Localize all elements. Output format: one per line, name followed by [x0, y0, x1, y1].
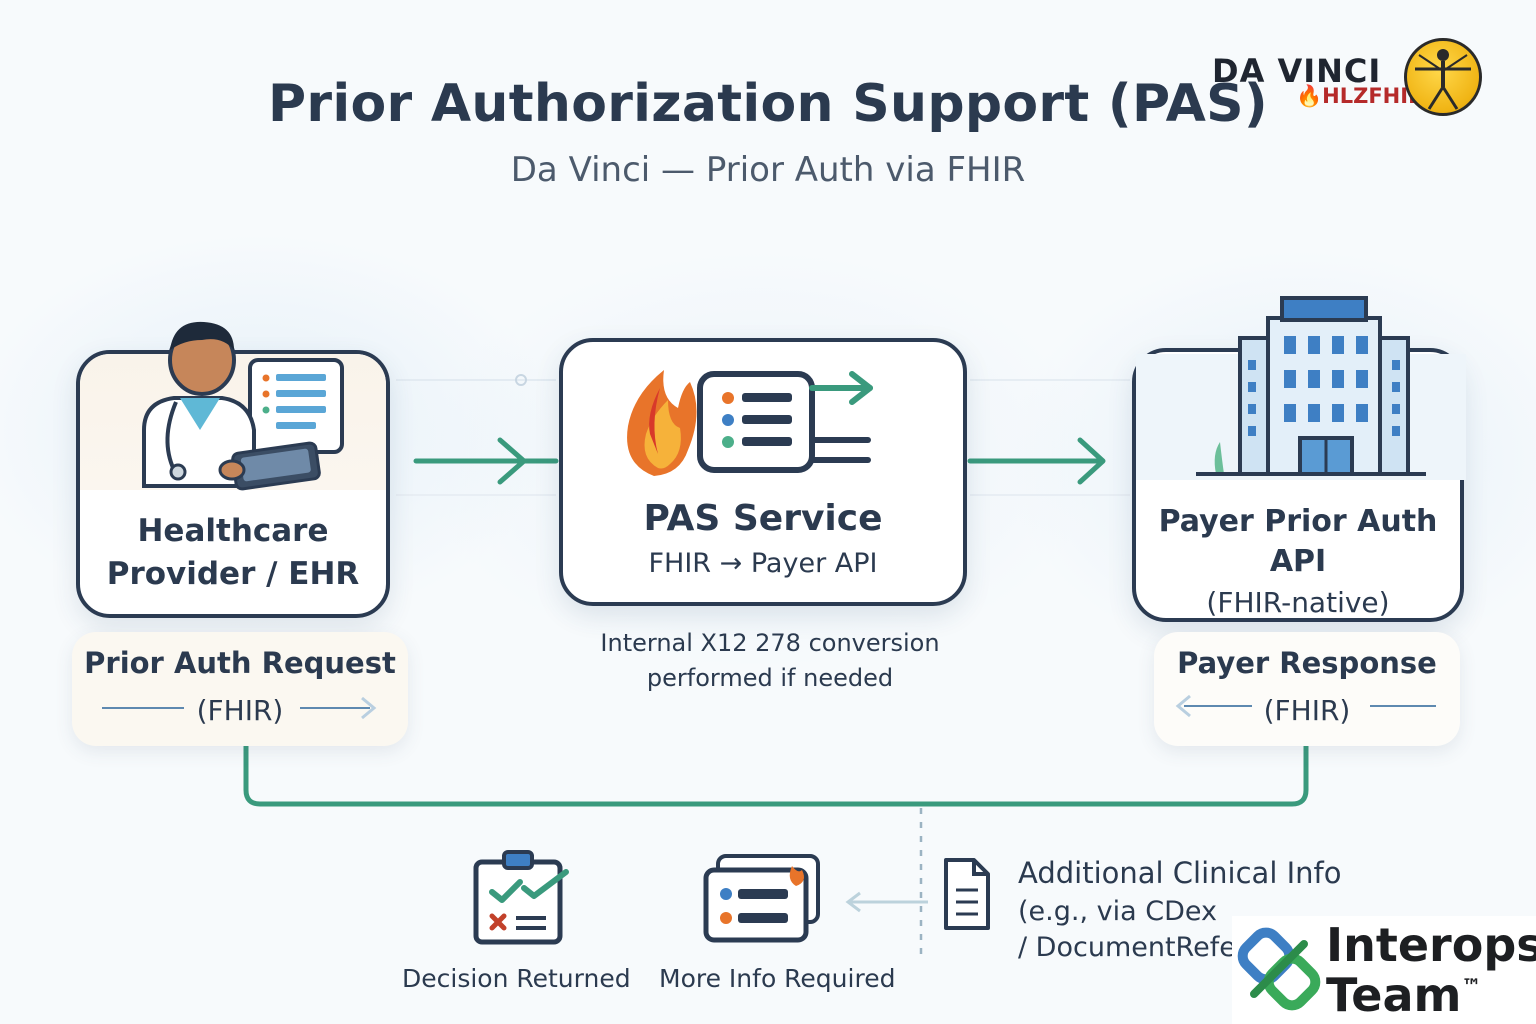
pas-node-sub: FHIR → Payer API	[648, 548, 878, 579]
payer-response-message: Payer Response (FHIR)	[1154, 632, 1460, 746]
arrowhead-provider-to-pas	[497, 437, 527, 485]
provider-node-label: Healthcare Provider / EHR	[80, 510, 386, 596]
davinci-logo-text: DA VINCI	[1212, 52, 1382, 90]
response-format: (FHIR)	[1263, 694, 1351, 727]
more-info-required-label: More Info Required	[659, 964, 896, 993]
decision-returned-label: Decision Returned	[402, 964, 631, 993]
payer-node-sub: (FHIR-native)	[1206, 586, 1390, 619]
vitruvian-man-icon	[1404, 38, 1482, 116]
pas-service-illustration	[627, 370, 873, 476]
more-info-document-icon	[703, 854, 820, 943]
conversion-line1: Internal X12 278 conversion	[600, 629, 940, 657]
request-format: (FHIR)	[196, 694, 284, 727]
davinci-logo-sub: 🔥HLZFHIR	[1296, 84, 1425, 108]
response-arrow-icon	[1175, 694, 1436, 718]
interops-logo-icon	[1237, 927, 1321, 1011]
prior-auth-request-message: Prior Auth Request (FHIR)	[72, 632, 408, 746]
payer-building-icon	[1136, 296, 1466, 480]
response-title: Payer Response	[1177, 646, 1437, 680]
return-loop-line	[243, 743, 1309, 807]
additional-info-title: Additional Clinical Info	[1018, 856, 1342, 890]
additional-info-line1: (e.g., via CDex	[1018, 896, 1217, 927]
request-title: Prior Auth Request	[84, 646, 396, 680]
provider-label-line1: Healthcare	[137, 513, 329, 549]
page-title: Prior Authorization Support (PAS)	[268, 74, 1268, 134]
conversion-line2: performed if needed	[646, 664, 894, 692]
payer-node-label: Payer Prior Auth API	[1136, 502, 1460, 582]
arrowhead-pas-to-payer	[1077, 437, 1106, 485]
arrowhead-info-to-more-info	[845, 891, 861, 913]
interops-team-line1: Interops	[1326, 918, 1536, 972]
payer-label-line1: Payer Prior Auth	[1158, 504, 1438, 539]
doctor-icon	[142, 321, 344, 491]
trademark-mark: ™	[1461, 974, 1482, 998]
payer-label-line2: API	[1269, 544, 1327, 579]
clipboard-check-icon	[473, 850, 569, 945]
flame-icon: 🔥	[1296, 84, 1323, 108]
additional-info-line2: / DocumentRefe	[1018, 932, 1236, 963]
provider-label-line2: Provider / EHR	[106, 556, 360, 592]
page-subtitle: Da Vinci — Prior Auth via FHIR	[510, 150, 1026, 190]
interops-team-line2: Team™	[1326, 968, 1482, 1022]
pas-node-title: PAS Service	[643, 498, 883, 539]
document-icon	[944, 858, 990, 930]
x12-conversion-note: Internal X12 278 conversion performed if…	[560, 626, 980, 696]
request-arrow-icon	[102, 696, 377, 720]
